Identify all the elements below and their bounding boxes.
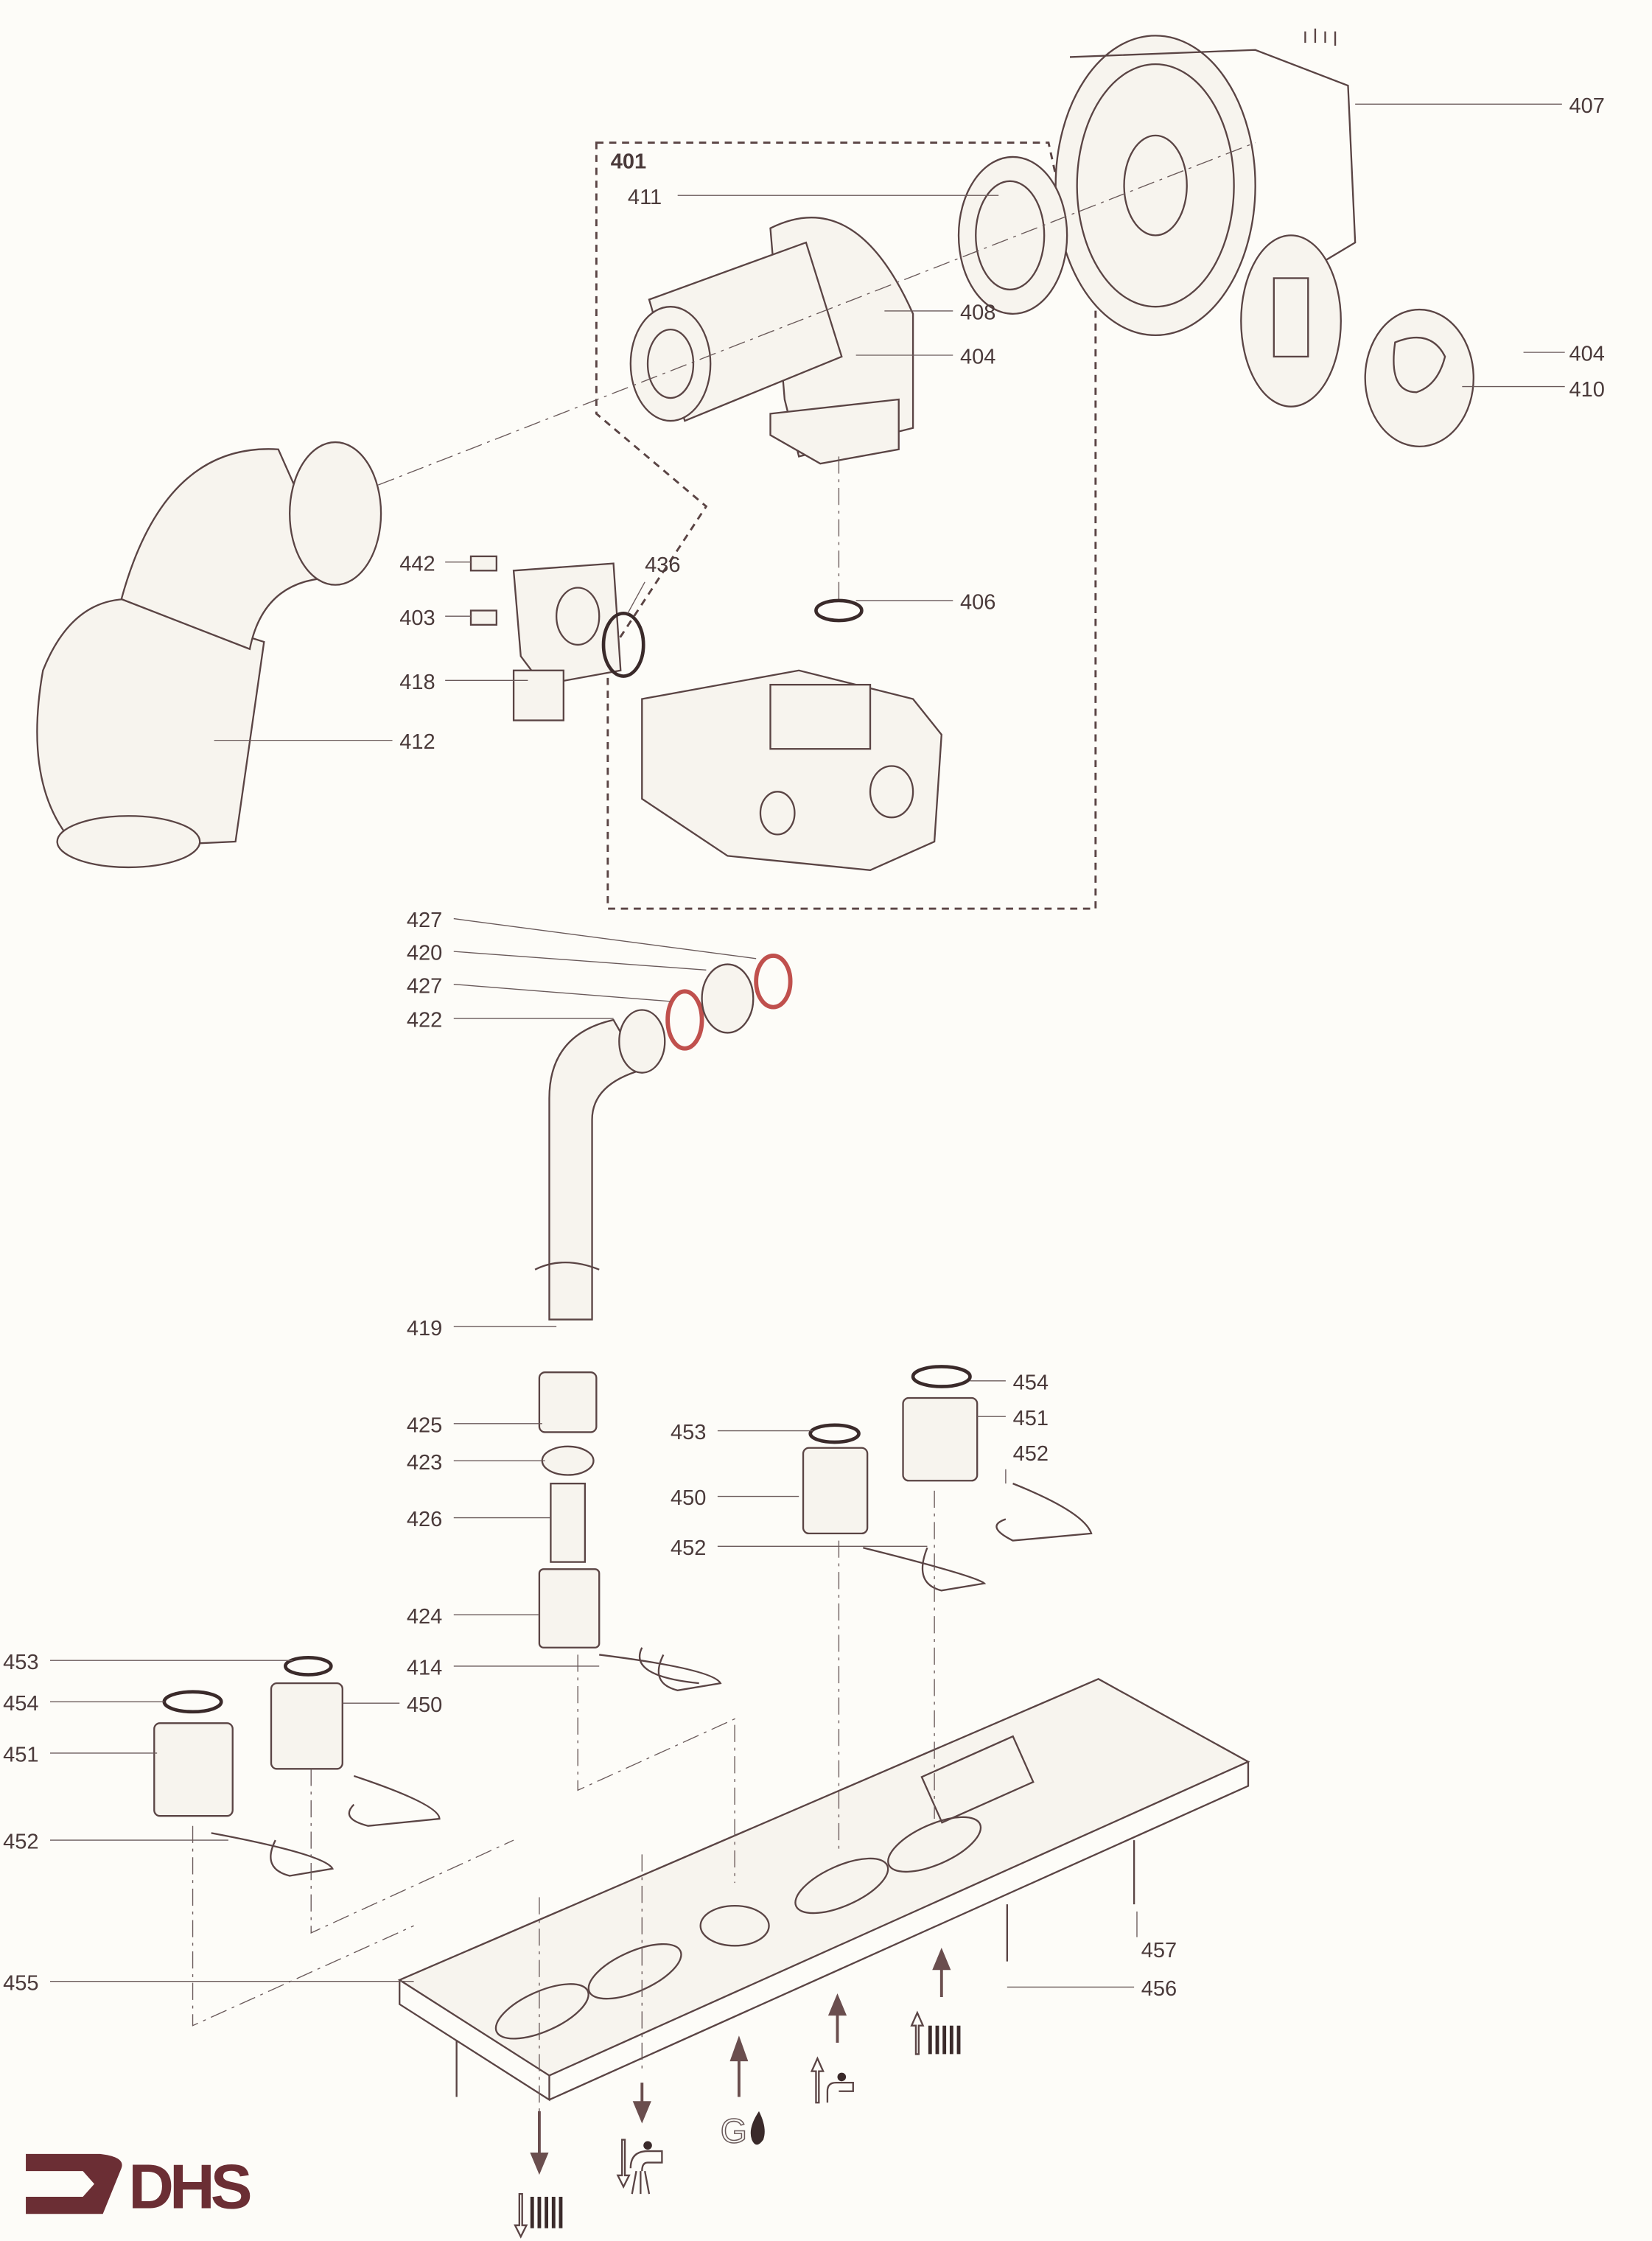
part-label-452: 452	[671, 1536, 706, 1560]
part-label-408: 408	[960, 301, 995, 325]
part-label-451: 451	[1013, 1407, 1049, 1430]
gasket-410	[1364, 308, 1474, 448]
part-label-455: 455	[3, 1971, 38, 1995]
washer-406	[814, 598, 864, 623]
part-label-407: 407	[1569, 94, 1605, 118]
part-label-418: 418	[399, 671, 435, 694]
part-label-442: 442	[399, 552, 435, 576]
part-label-411: 411	[628, 186, 662, 209]
part-label-422: 422	[407, 1009, 442, 1032]
part-label-425: 425	[407, 1413, 442, 1437]
part-label-414: 414	[407, 1657, 442, 1680]
symbol-cold-water-in-icon	[810, 2056, 854, 2104]
water-connections-right	[599, 1365, 1093, 1692]
part-label-403: 403	[399, 606, 435, 630]
part-label-454: 454	[3, 1692, 38, 1716]
part-label-423: 423	[407, 1451, 442, 1475]
leader-line-436	[627, 581, 645, 614]
venturi-housing	[629, 217, 914, 465]
part-label-450: 450	[671, 1486, 706, 1510]
part-label-454: 454	[1013, 1371, 1049, 1394]
part-label-420: 420	[407, 942, 442, 965]
part-label-451: 451	[3, 1744, 38, 1767]
part-label-453: 453	[671, 1421, 706, 1444]
symbol-gas-inlet-icon: G	[720, 2111, 765, 2150]
fan-407	[1054, 28, 1357, 408]
gas-connection-fittings	[538, 1371, 601, 1649]
air-elbow-412	[36, 441, 382, 869]
leader-line-427	[453, 983, 671, 1002]
part-label-404: 404	[1569, 343, 1605, 366]
symbol-heating-return-icon	[514, 2192, 563, 2239]
part-label-450: 450	[407, 1693, 442, 1717]
leader-line-427	[453, 917, 757, 959]
assembly-label-401: 401	[611, 150, 646, 173]
logo-text: DHS	[128, 2152, 250, 2222]
connection-arrows	[530, 1948, 951, 2175]
part-label-436: 436	[645, 553, 680, 577]
part-label-426: 426	[407, 1508, 442, 1531]
symbol-heating-flow-icon	[910, 2010, 961, 2055]
dhs-logo: DHS	[26, 2152, 255, 2222]
part-label-453: 453	[3, 1651, 38, 1674]
part-label-412: 412	[399, 730, 435, 754]
gas-symbol-letter: G	[721, 2111, 747, 2150]
part-label-456: 456	[1141, 1977, 1177, 2001]
part-label-424: 424	[407, 1605, 442, 1629]
part-label-452: 452	[3, 1831, 38, 1854]
part-label-457: 457	[1141, 1939, 1177, 1962]
gas-pipe-419	[534, 954, 793, 1321]
part-label-406: 406	[960, 591, 995, 615]
part-label-427: 427	[407, 909, 442, 932]
part-label-452: 452	[1013, 1442, 1049, 1466]
part-label-427: 427	[407, 974, 442, 998]
gas-valve	[641, 669, 942, 871]
part-label-410: 410	[1569, 378, 1605, 402]
leader-line-420	[453, 951, 707, 971]
mounting-plate-455	[397, 1678, 1250, 2102]
symbol-hot-water-out-icon	[616, 2139, 663, 2195]
part-label-419: 419	[407, 1317, 442, 1340]
part-label-404: 404	[960, 346, 995, 369]
gas-fitting-418	[469, 555, 645, 721]
water-connections-left	[153, 1655, 441, 1877]
